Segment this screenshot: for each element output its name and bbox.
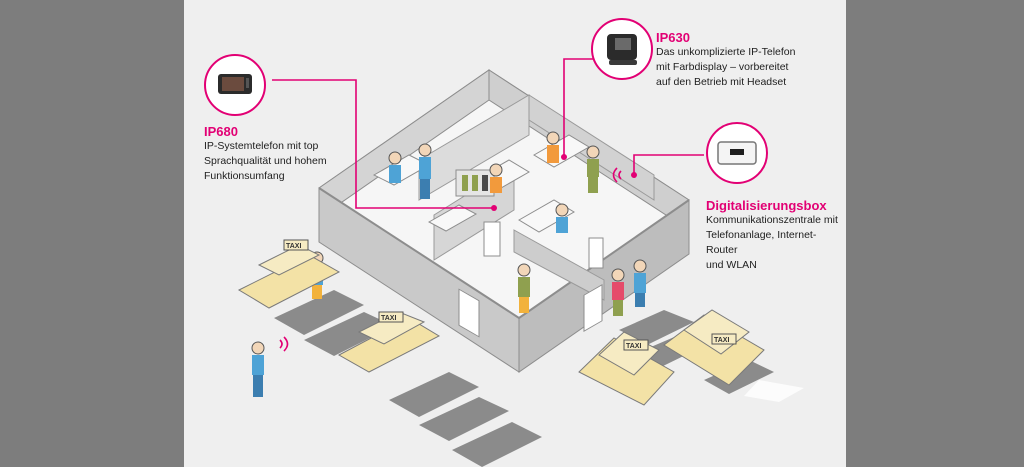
parking-space [619,310,694,344]
router-circle [706,122,768,184]
parking-space [419,397,509,441]
taxi-sign-text: TAXI [714,337,729,344]
box-description-line: Telefonanlage, Internet-Router [706,229,817,256]
parking-space [452,422,542,467]
ip630-desk-phone-icon [607,34,637,65]
person-with-phone [251,341,265,397]
taxi-sign-text: TAXI [286,243,301,250]
person [633,259,647,307]
person [388,151,402,183]
parking-space [389,372,479,417]
ip680-title: IP680 [204,124,238,139]
door [483,221,501,257]
partition-wall [513,229,605,301]
box-title: Digitalisierungsbox [706,198,827,213]
ip630-description-line: mit Farbdisplay – vorbereitet [656,61,789,73]
person [489,163,503,193]
taxi: TAXI [337,311,441,373]
parking-space [274,290,364,335]
taxi: TAXI [663,309,804,402]
person [611,268,625,316]
taxi: TAXI [578,331,675,406]
person [555,203,569,233]
box-description-line: Kommunikationszentrale mit [706,214,838,226]
door [458,288,480,338]
router-box-icon [717,141,757,165]
wifi-signal-icons [279,167,622,352]
parking-space [304,312,394,356]
parking-space [704,360,774,394]
ip630-title: IP630 [656,30,690,45]
person [418,143,432,199]
ip630-description-line: auf den Betrieb mit Headset [656,76,787,88]
door [588,237,604,269]
ip630-label: IP630 Das unkomplizierte IP-Telefon mit … [656,30,826,90]
ip630-circle [591,18,653,80]
ip680-tablet-phone-icon [218,74,252,94]
person [586,145,600,193]
left-margin [0,0,184,467]
box-description-line: und WLAN [706,259,757,271]
ip630-description-line: Das unkomplizierte IP-Telefon [656,46,796,58]
ip680-description-line: Sprachqualität und hohem [204,155,327,167]
taxi: TAXI [237,239,341,309]
right-margin [846,0,1024,467]
office-people [388,131,600,313]
parking-spaces [274,290,774,467]
partition-wall [418,94,530,201]
desk [427,204,478,232]
box-label: Digitalisierungsbox Kommunikationszentra… [706,198,846,273]
taxi-sign-text: TAXI [381,315,396,322]
office-illustration: TAXI TAXI TAXI TAXI [237,58,804,467]
ip680-label: IP680 IP-Systemtelefon mit top Sprachqua… [204,124,364,184]
taxi-sign-text: TAXI [626,343,641,350]
illustration-canvas: TAXI TAXI TAXI TAXI [184,0,846,467]
ip680-description-line: Funktionsumfang [204,170,285,182]
person [517,263,531,313]
person [546,131,560,163]
ip680-circle [204,54,266,116]
door [583,284,603,332]
ip680-description-line: IP-Systemtelefon mit top [204,140,319,152]
connection-lines [272,58,704,209]
